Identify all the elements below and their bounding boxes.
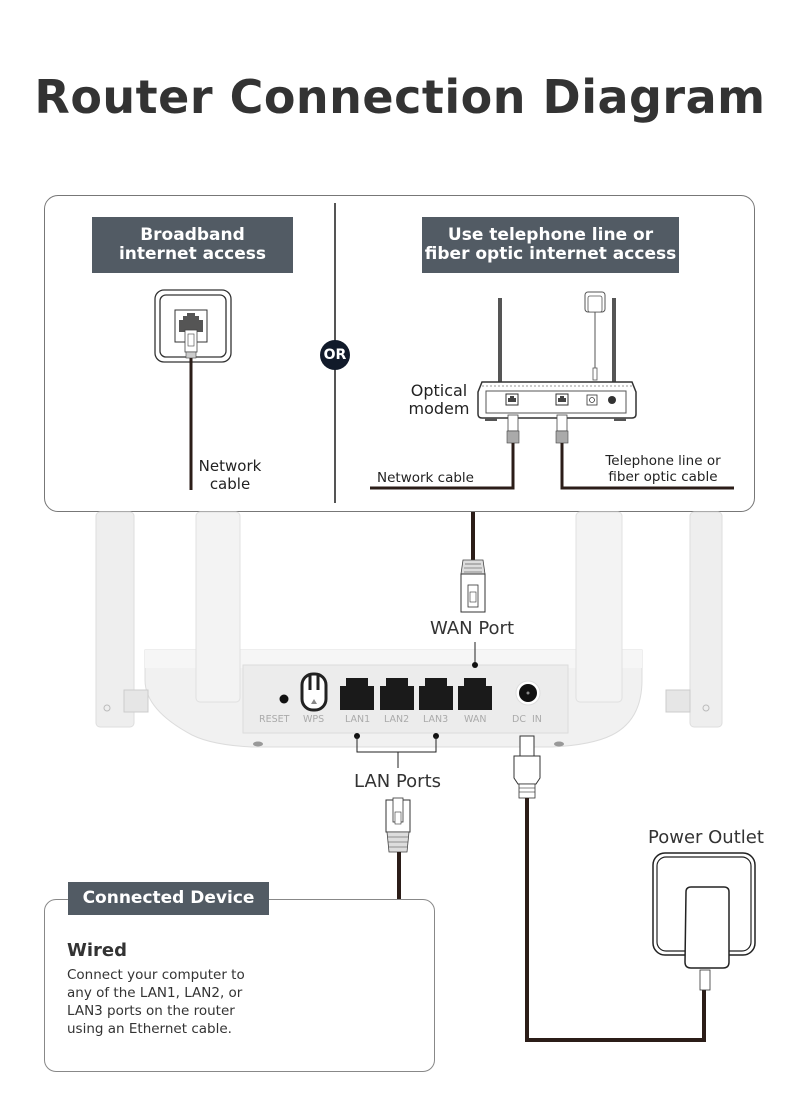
lan1-label: LAN1 bbox=[345, 714, 371, 725]
broadband-header-text: Broadband internet access bbox=[118, 225, 267, 264]
router-icon bbox=[95, 511, 723, 748]
dc-in-port[interactable] bbox=[515, 680, 541, 706]
lan-ports-bracket bbox=[354, 733, 439, 768]
page-title: Router Connection Diagram bbox=[34, 70, 766, 124]
reset-button[interactable] bbox=[279, 694, 289, 704]
reset-label: RESET bbox=[259, 714, 290, 725]
lan3-label: LAN3 bbox=[423, 714, 449, 725]
connected-device-header: Connected Device bbox=[68, 882, 269, 915]
wps-label: WPS bbox=[303, 714, 325, 725]
wan-port-label: WAN Port bbox=[430, 618, 514, 639]
modem-network-cable bbox=[370, 443, 515, 490]
or-badge: OR bbox=[320, 340, 350, 370]
power-outlet-label: Power Outlet bbox=[648, 827, 764, 848]
telephone-label-line1: Telephone line or bbox=[605, 453, 721, 469]
lan-rj45-connector-icon bbox=[385, 797, 411, 853]
left-cable-label-line2: cable bbox=[209, 475, 251, 493]
lan1-port[interactable] bbox=[340, 678, 374, 710]
left-network-cable-label: Network cable bbox=[192, 457, 268, 493]
modem-label-line2: modem bbox=[408, 399, 470, 418]
wall-ethernet-jack-icon bbox=[154, 289, 232, 363]
wan-label: WAN bbox=[464, 714, 487, 725]
telephone-fiber-header-line1: Use telephone line or bbox=[447, 225, 654, 245]
telephone-fiber-cable bbox=[560, 443, 734, 490]
dc-in-label: DC IN bbox=[512, 714, 542, 725]
lan3-port[interactable] bbox=[419, 678, 453, 710]
telephone-fiber-header-line2: fiber optic internet access bbox=[424, 244, 677, 264]
wired-description: Connect your computer to any of the LAN1… bbox=[67, 967, 245, 1037]
telephone-fiber-header: Use telephone line or fiber optic intern… bbox=[422, 217, 679, 273]
wan-port[interactable] bbox=[458, 678, 492, 710]
wired-title: Wired bbox=[67, 940, 127, 961]
left-cable-label-line1: Network bbox=[198, 457, 262, 475]
broadband-header: Broadband internet access bbox=[92, 217, 293, 273]
lan-ports-label: LAN Ports bbox=[354, 771, 442, 792]
dc-plug-icon bbox=[513, 735, 541, 799]
optical-modem-icon bbox=[477, 291, 637, 444]
connected-device-panel bbox=[44, 899, 435, 1072]
power-outlet-icon bbox=[652, 852, 756, 991]
telephone-fiber-label: Telephone line or fiber optic cable bbox=[598, 453, 728, 485]
wps-button[interactable] bbox=[300, 672, 328, 712]
modem-network-cable-label: Network cable bbox=[377, 470, 474, 486]
telephone-label-line2: fiber optic cable bbox=[608, 469, 718, 485]
modem-label-line1: Optical bbox=[410, 381, 468, 400]
wan-rj45-connector-icon bbox=[460, 559, 486, 613]
power-cable bbox=[525, 798, 706, 1042]
optical-modem-label: Optical modem bbox=[402, 382, 476, 418]
lan2-port[interactable] bbox=[380, 678, 414, 710]
lan2-label: LAN2 bbox=[384, 714, 410, 725]
